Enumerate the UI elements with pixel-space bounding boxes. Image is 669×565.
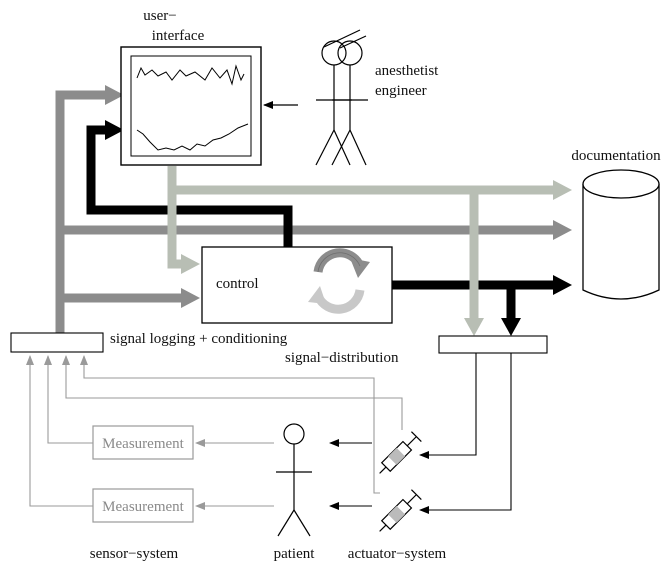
user-interface-monitor	[120, 46, 262, 166]
signal-distribution-label: signal−distribution	[285, 350, 399, 366]
dark-gray-flows	[55, 85, 572, 333]
patient-figure	[276, 423, 312, 537]
documentation-cylinder	[582, 169, 660, 300]
signal-distribution-box	[438, 335, 548, 354]
control-label: control	[216, 276, 259, 292]
measurement-box-2	[92, 488, 194, 523]
measurement-label-2: Measurement	[102, 499, 184, 515]
syringe-icon-2	[379, 489, 422, 532]
signal-logging-label: signal logging + conditioning	[110, 331, 288, 347]
engineer-label: engineer	[375, 83, 427, 99]
actuator-to-patient-arrows	[329, 439, 372, 510]
monitor-trace-bottom	[136, 123, 249, 151]
patient-label: patient	[274, 546, 316, 562]
anesthetist-label: anesthetist	[375, 63, 439, 79]
light-gray-flows	[167, 166, 572, 336]
user-interface-label-2: interface	[152, 28, 205, 44]
feedback-lines	[26, 355, 403, 510]
monitor-trace-top	[136, 64, 245, 86]
user-interface-label-1: user−	[143, 8, 176, 24]
measurement-label-1: Measurement	[102, 436, 184, 452]
anesthetist-engineer-figures	[315, 29, 368, 166]
signal-logging-box	[10, 332, 104, 353]
refresh-cycle-icon	[308, 248, 370, 314]
sensor-system-label: sensor−system	[90, 546, 179, 562]
syringe-icon-1	[379, 431, 422, 474]
measurement-box-1	[92, 425, 194, 460]
documentation-label: documentation	[571, 148, 661, 164]
distribution-to-actuator-lines	[419, 353, 512, 514]
actuator-system-label: actuator−system	[348, 546, 447, 562]
